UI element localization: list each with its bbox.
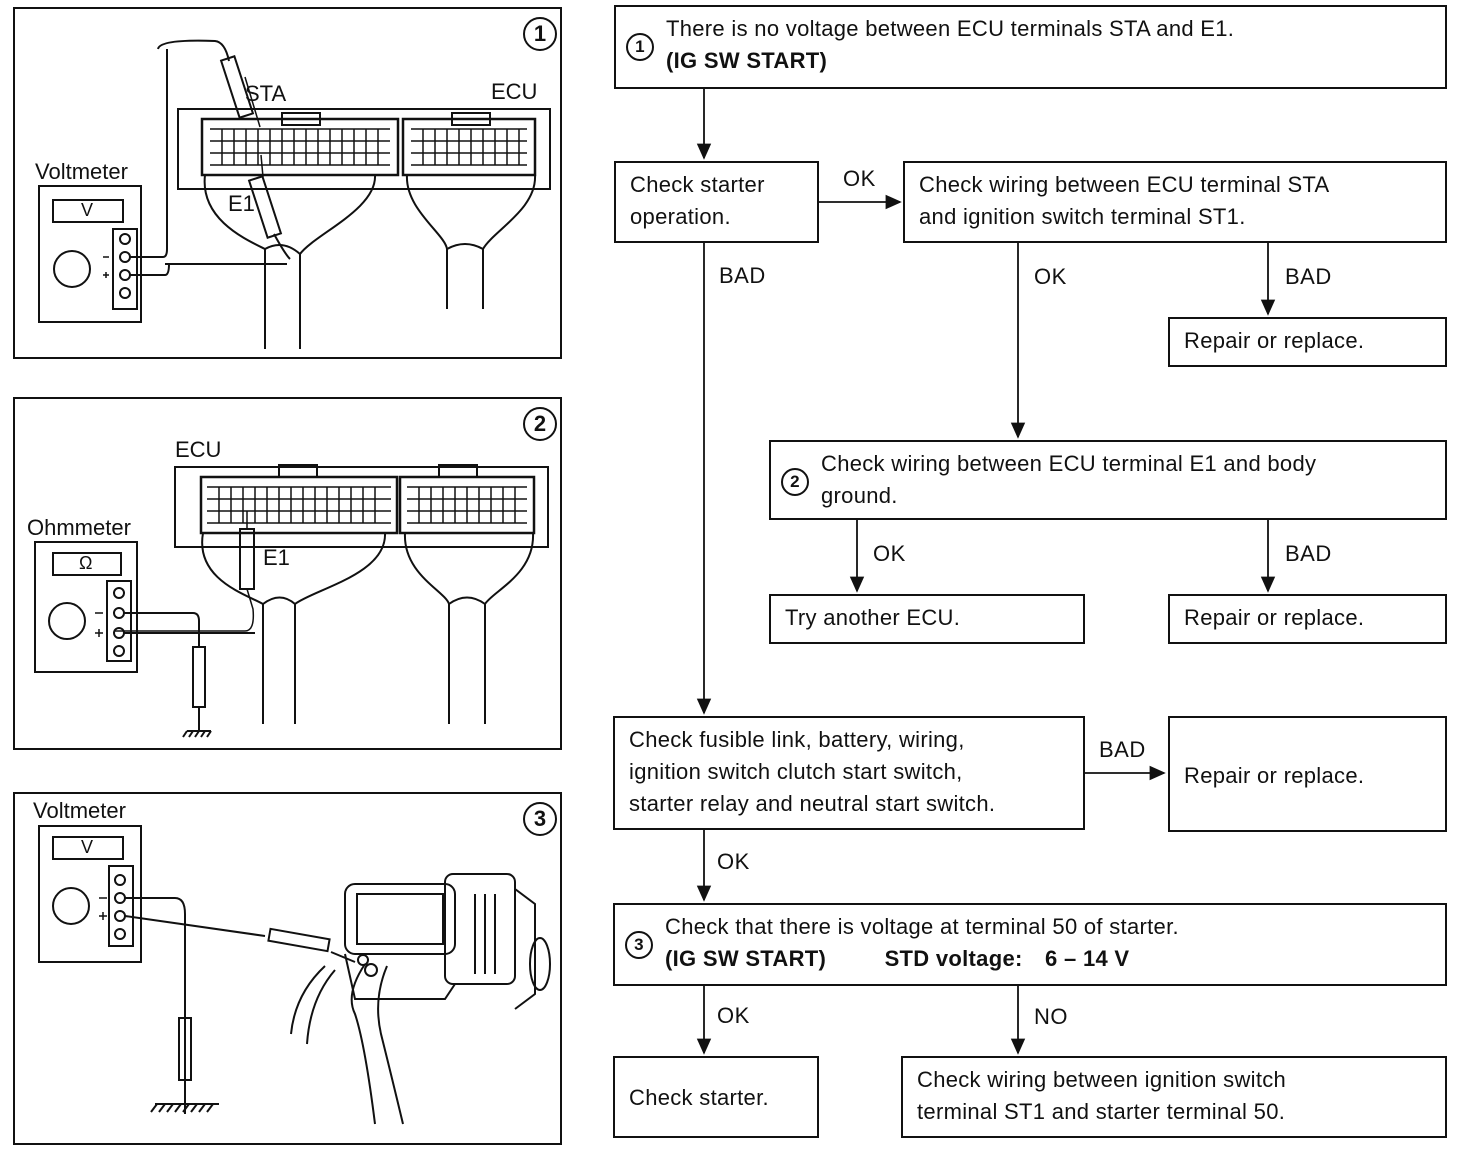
box-line: Repair or replace.	[1184, 605, 1365, 630]
meter-label: Ohmmeter	[27, 515, 131, 540]
repair-replace-box-2: Repair or replace.	[1168, 594, 1447, 644]
panel-number-badge: 1	[523, 17, 557, 51]
edge-label-bad: BAD	[1285, 264, 1332, 289]
repair-replace-box-1: Repair or replace.	[1168, 317, 1447, 367]
check-starter-box: Check starter.	[613, 1056, 819, 1138]
step1-text: There is no voltage between ECU terminal…	[666, 16, 1235, 41]
box-line: terminal ST1 and starter terminal 50.	[917, 1099, 1286, 1124]
step3-text: Check that there is voltage at terminal …	[665, 914, 1179, 939]
voltmeter-ecu-sta-illustration	[38, 39, 551, 349]
edge-label-ok: OK	[873, 541, 906, 566]
ecu-label: ECU	[175, 437, 222, 462]
step-number-badge: 3	[625, 931, 653, 959]
illustration-panel-1: 1 Voltmeter V STA ECU E1	[13, 7, 562, 359]
terminal-label-e1: E1	[228, 191, 255, 216]
box-line: Repair or replace.	[1184, 328, 1365, 353]
meter-display-symbol: V	[81, 200, 94, 220]
box-line: Check starter.	[629, 1085, 769, 1110]
step2-box: 2 Check wiring between ECU terminal E1 a…	[769, 440, 1447, 520]
edge-label-bad: BAD	[719, 263, 766, 288]
box-line: Check fusible link, battery, wiring,	[629, 727, 965, 752]
step3-condition: (IG SW START)	[665, 946, 827, 971]
box-line: Check wiring between ignition switch	[917, 1067, 1287, 1092]
edge-label-ok: OK	[1034, 264, 1067, 289]
edge-label-ok: OK	[717, 849, 750, 874]
box-line: Check wiring between ECU terminal E1 and…	[821, 451, 1317, 476]
check-wiring-st1-box: Check wiring between ignition switch ter…	[901, 1056, 1447, 1138]
box-line: Try another ECU.	[785, 605, 961, 630]
edge-label-bad: BAD	[1099, 737, 1146, 762]
panel-number-badge: 2	[523, 407, 557, 441]
illustration-panel-3: 3 Voltmeter V	[13, 792, 562, 1145]
step3-box: 3 Check that there is voltage at termina…	[613, 903, 1447, 986]
box-line: Check wiring between ECU terminal STA	[919, 172, 1330, 197]
voltmeter-starter-illustration	[38, 825, 551, 1125]
edge-label-ok: OK	[843, 166, 876, 191]
box-line: Check starter	[630, 172, 765, 197]
repair-replace-box-3: Repair or replace.	[1168, 716, 1447, 832]
try-another-ecu-box: Try another ECU.	[769, 594, 1085, 644]
terminal-label-e1: E1	[263, 545, 290, 570]
meter-label: Voltmeter	[35, 159, 128, 184]
illustration-panel-2: 2 Ohmmeter Ω ECU E1	[13, 397, 562, 750]
box-line: Repair or replace.	[1184, 763, 1365, 788]
panel-number-badge: 3	[523, 802, 557, 836]
step1-condition: (IG SW START)	[666, 48, 828, 73]
edge-label-ok: OK	[717, 1003, 750, 1028]
std-voltage-value: 6 – 14 V	[1045, 946, 1130, 971]
step-number-badge: 1	[626, 33, 654, 61]
check-fusible-link-box: Check fusible link, battery, wiring, ign…	[613, 716, 1085, 830]
box-line: starter relay and neutral start switch.	[629, 791, 996, 816]
box-line: ground.	[821, 483, 898, 508]
box-line: operation.	[630, 204, 731, 229]
ohmmeter-ecu-e1-illustration	[34, 464, 549, 738]
meter-display-symbol: V	[81, 837, 94, 857]
step-number-badge: 2	[781, 468, 809, 496]
box-line: and ignition switch terminal ST1.	[919, 204, 1246, 229]
step3-condition-line: (IG SW START) STD voltage: 6 – 14 V	[665, 943, 1431, 975]
step1-box: 1 There is no voltage between ECU termin…	[614, 5, 1447, 89]
edge-label-no: NO	[1034, 1004, 1068, 1029]
edge-label-bad: BAD	[1285, 541, 1332, 566]
check-wiring-sta-box: Check wiring between ECU terminal STA an…	[903, 161, 1447, 243]
std-voltage-label: STD voltage:	[884, 946, 1023, 971]
meter-display-symbol: Ω	[79, 553, 93, 573]
ecu-label: ECU	[491, 79, 538, 104]
check-starter-operation-box: Check starter operation.	[614, 161, 819, 243]
terminal-label-sta: STA	[245, 81, 287, 106]
meter-label: Voltmeter	[33, 798, 126, 823]
box-line: ignition switch clutch start switch,	[629, 759, 963, 784]
